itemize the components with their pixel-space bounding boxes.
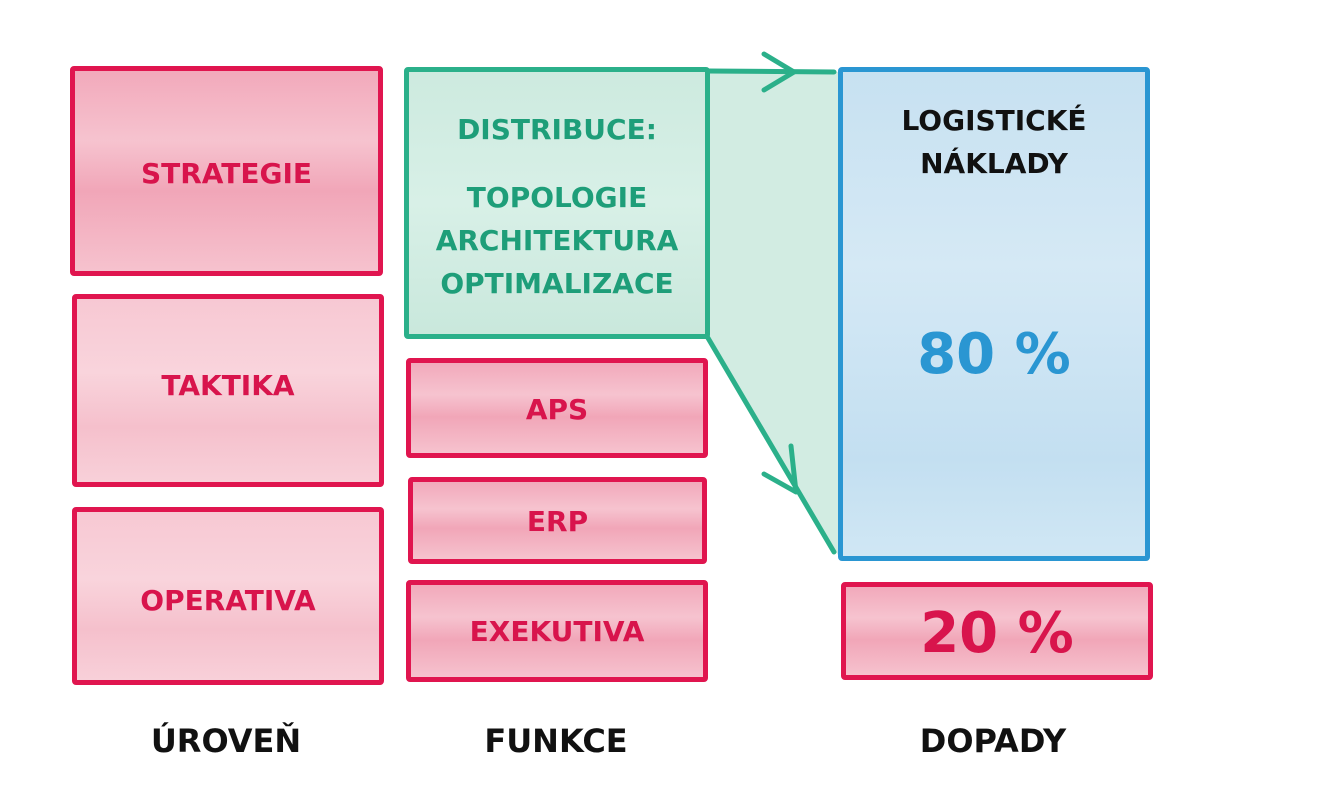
level-operations-box: OPERATIVA bbox=[72, 507, 384, 685]
function-execution-box: EXEKUTIVA bbox=[406, 580, 708, 682]
flow-arrow-bottom-line bbox=[705, 335, 837, 555]
function-erp-label: ERP bbox=[526, 505, 589, 538]
level-tactics-box: TAKTIKA bbox=[72, 294, 384, 487]
column-label-impact: DOPADY bbox=[919, 722, 1067, 760]
function-erp-box: ERP bbox=[408, 477, 707, 564]
distribution-title: DISTRIBUCE: bbox=[457, 113, 657, 146]
level-strategy-box: STRATEGIE bbox=[70, 66, 383, 276]
logistics-costs-title-line1: LOGISTICKÉ bbox=[901, 104, 1087, 137]
logistics-costs-share: 80 % bbox=[917, 322, 1071, 387]
flow-band bbox=[708, 70, 838, 555]
other-costs-share: 20 % bbox=[920, 601, 1074, 666]
function-aps-box: APS bbox=[406, 358, 708, 458]
flow-arrow-bottom-head bbox=[761, 443, 799, 495]
function-execution-label: EXEKUTIVA bbox=[469, 615, 645, 648]
level-operations-label: OPERATIVA bbox=[140, 584, 316, 617]
level-strategy-label: STRATEGIE bbox=[140, 157, 313, 190]
flow-arrow-top-head bbox=[761, 51, 797, 93]
column-label-function: FUNKCE bbox=[484, 722, 628, 760]
distribution-item-architecture: ARCHITEKTURA bbox=[435, 224, 679, 257]
logistics-costs-title-line2: NÁKLADY bbox=[920, 147, 1068, 180]
level-tactics-label: TAKTIKA bbox=[161, 369, 295, 402]
distribution-item-optimization: OPTIMALIZACE bbox=[440, 267, 674, 300]
distribution-item-topology: TOPOLOGIE bbox=[466, 181, 648, 214]
function-aps-label: APS bbox=[525, 393, 589, 426]
column-label-level: ÚROVEŇ bbox=[150, 722, 302, 760]
logistics-costs-box: LOGISTICKÉ NÁKLADY 80 % bbox=[838, 67, 1150, 561]
other-costs-box: 20 % bbox=[841, 582, 1153, 680]
flow-arrow-top-line bbox=[705, 68, 837, 75]
distribution-box: DISTRIBUCE: TOPOLOGIE ARCHITEKTURA OPTIM… bbox=[404, 67, 710, 339]
